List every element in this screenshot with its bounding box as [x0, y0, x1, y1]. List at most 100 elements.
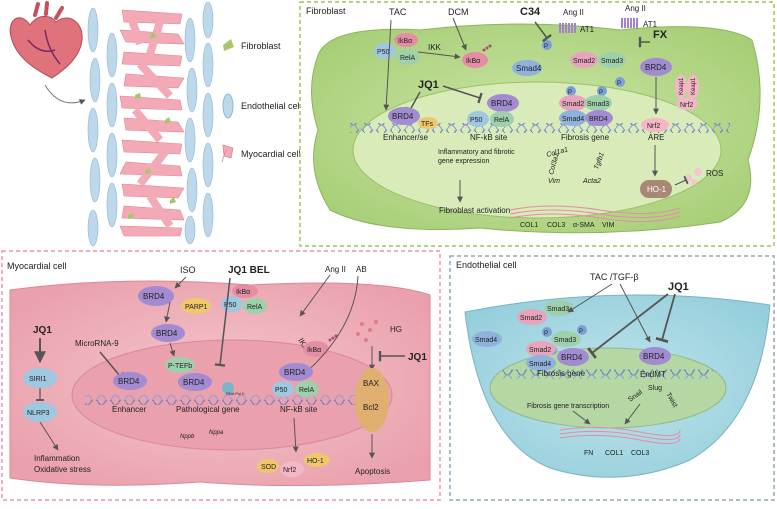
myo-brd4c-node	[113, 372, 147, 390]
myo-nlrp3: NLRP3	[27, 410, 50, 417]
endo-smad3: Smad3	[547, 306, 569, 313]
fib-smad3n: Smad3	[587, 101, 609, 108]
endo-fn: FN	[584, 450, 593, 457]
myo-brd4d-node	[178, 373, 212, 391]
endo-smad2b: Smad2	[529, 347, 551, 354]
myo-sod: SOD	[261, 464, 276, 471]
fib-smad4-node	[512, 60, 542, 76]
endo-smad4b-node	[526, 355, 556, 371]
fib-brd4a: BRD4	[392, 112, 414, 121]
fibroblast-panel: Fibroblast TAC DCM C34 Ang II Ang II AT1…	[299, 1, 775, 247]
fib-ang2: Ang II	[625, 4, 646, 13]
myo-jq1bel: JQ1 BEL	[228, 265, 270, 276]
endo-nucleus	[489, 347, 727, 429]
fib-rela: RelA	[400, 55, 416, 62]
endo-panel-title: Endothelial cell	[456, 260, 517, 270]
myo-oxstress: Oxidative stress	[34, 465, 91, 474]
endo-p2: P	[579, 329, 583, 335]
myo-p50n-node	[272, 381, 294, 397]
fib-at1b: AT1	[643, 20, 658, 29]
fib-c34: C34	[520, 6, 541, 18]
fibroblast-nucleus	[352, 81, 722, 219]
endo-smad2: Smad2	[520, 315, 542, 322]
fib-ros: ROS	[706, 169, 723, 178]
fib-brd4n-node	[585, 110, 613, 126]
endo-p1: P	[544, 331, 548, 337]
myo-jq1b: JQ1	[408, 352, 427, 363]
myocardial-panel: Myocardial cell ISO JQ1 BEL Ang II AB BR…	[1, 250, 441, 501]
myo-nppa: Nppa	[209, 430, 224, 436]
legend: Fibroblast Endothelial cell Myocardial c…	[221, 39, 302, 163]
fib-receptor-at1a: AT1	[559, 23, 595, 34]
fib-nrf2c-node	[676, 98, 698, 110]
fib-ikba2-node	[462, 52, 488, 68]
fib-p-3	[597, 86, 607, 96]
myo-brd4d: BRD4	[183, 378, 205, 387]
myo-rela-node	[243, 298, 267, 314]
heart-icon	[9, 1, 83, 79]
myo-relan: RelA	[299, 387, 315, 394]
endo-p-2	[577, 325, 587, 335]
fib-inflam2: gene expression	[438, 158, 489, 165]
fib-p1: P	[544, 44, 548, 50]
myo-ab: AB	[356, 265, 367, 274]
legend-endothelial: Endothelial cell	[241, 101, 302, 111]
myo-polii-node	[222, 382, 234, 394]
fib-vimp: VIM	[602, 222, 615, 229]
fib-tfs: TFs	[421, 121, 434, 128]
fib-acta2: Acta2	[582, 178, 601, 185]
myo-nrf2-node	[280, 461, 304, 477]
fib-smad3n-node	[584, 95, 612, 111]
fib-fx: FX	[653, 29, 668, 41]
endo-smad4: Smad4	[475, 337, 497, 344]
myo-sirt1: SIRI1	[29, 376, 47, 383]
myo-bcl2: Bcl2	[363, 403, 379, 412]
myo-hg: HG	[390, 325, 402, 334]
fib-smad3-node	[598, 52, 626, 68]
myo-ho1-node	[304, 453, 330, 467]
myo-polii: RNA Pol II	[226, 391, 244, 396]
fib-smad2n: Smad2	[562, 101, 584, 108]
myo-sod-node	[257, 459, 279, 473]
endo-brd4b: BRD4	[643, 352, 665, 361]
myo-ptefb-node	[165, 357, 195, 373]
myo-pathgene: Pathological gene	[176, 405, 240, 414]
fib-col1: COL1	[520, 222, 538, 229]
myo-nrf2: Nrf2	[283, 467, 296, 474]
endo-brd4a-node	[557, 348, 589, 366]
endo-smad3-node	[544, 300, 574, 316]
myo-brd4e: BRD4	[284, 368, 306, 377]
fib-p50n: P50	[470, 117, 483, 124]
myo-hg-dots	[356, 320, 378, 342]
fib-p4: P	[617, 81, 621, 87]
endo-brd4b-node	[639, 347, 671, 365]
fib-brd4b: BRD4	[491, 99, 513, 108]
myo-mito	[355, 368, 389, 432]
myo-rela: RelA	[247, 304, 263, 311]
myo-ikba2-node	[303, 341, 329, 357]
endo-tac: TAC /TGF-β	[590, 272, 639, 282]
fib-col3: COL3	[547, 222, 565, 229]
fib-ho1: HO-1	[647, 185, 667, 194]
endo-smad3b-node	[551, 331, 581, 347]
fib-activation: Fibroblast activation	[439, 206, 510, 215]
fib-smad4n-node	[559, 110, 587, 126]
endo-dna	[503, 369, 713, 379]
fib-rela-node	[396, 49, 420, 65]
myo-brd4a: BRD4	[143, 292, 165, 301]
myo-nlrp3-node	[23, 402, 57, 422]
legend-myocardial: Myocardial cell	[241, 149, 301, 159]
myo-p50n: P50	[275, 387, 288, 394]
fib-dcm: DCM	[448, 7, 469, 17]
myo-ho1: HO-1	[307, 458, 324, 465]
fib-smad2: Smad2	[573, 58, 595, 65]
fib-smad4: Smad4	[516, 64, 542, 73]
endo-transcription: Fibrosis gene transcription	[527, 403, 609, 410]
myo-brd4b: BRD4	[156, 329, 178, 338]
endothelial-legend-icon	[222, 93, 234, 119]
endo-col1: COL1	[605, 450, 623, 457]
fib-keap1a-node	[675, 75, 687, 99]
fib-enhancer: Enhancer/se	[383, 133, 428, 142]
endo-collagen-fibers	[559, 426, 681, 444]
